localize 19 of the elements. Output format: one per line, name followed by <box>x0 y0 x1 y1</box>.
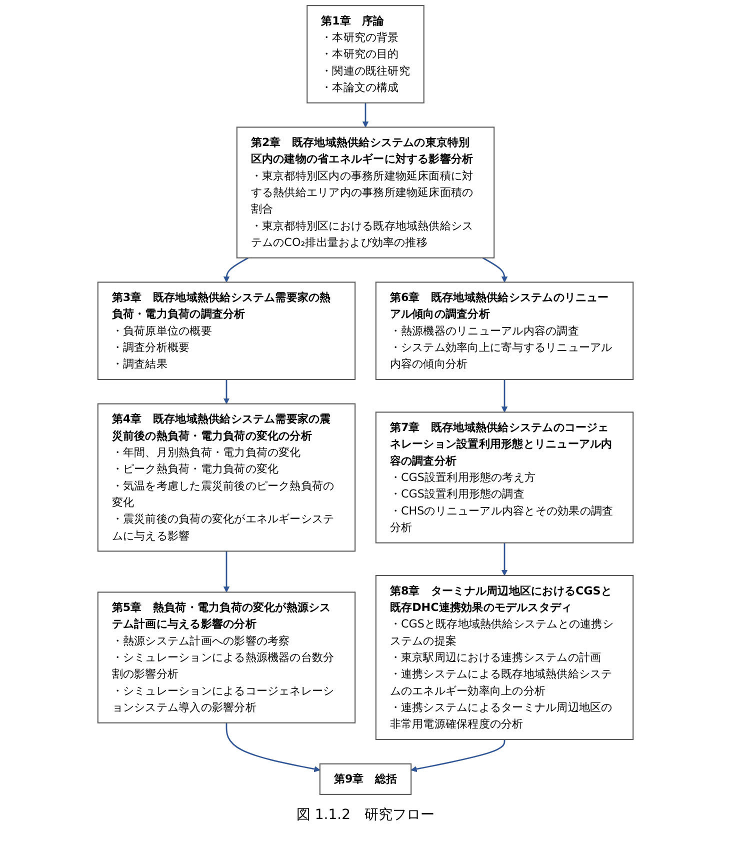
node-box: 第4章 既存地域熱供給システム需要家の震災前後の熱負荷・電力負荷の変化の分析 ・年間、月別熱負荷・電力負荷の変化 ・ピーク熱負荷・電力負荷の変化 ・気温を考慮した震災前後のピーク熱負荷の変化 ・震災前後の負荷の変化がエネルギーシステムに与える影響 <box>97 403 356 552</box>
node-box: 第1章 序論 ・本研究の背景 ・本研究の目的 ・関連の既往研究 ・本論文の構成 <box>306 5 424 104</box>
node-box: 第9章 総括 <box>319 763 412 795</box>
node-box: 第6章 既存地域熱供給システムのリニューアル傾向の調査分析 ・熱源機器のリニューアル内容の調査 ・システム効率向上に寄与するリニューアル内容の傾向分析 <box>375 282 634 380</box>
arrow <box>501 542 508 576</box>
node-box: 第8章 ターミナル周辺地区におけるCGSと既存DHC連携効果のモデルスタディ ・CGSと既存地域熱供給システムとの連携システムの提案 ・東京駅周辺における連携システムの計画 ・連携システムによる既存地域熱供給システムのエネルギー効率向上の分析 ・連携システムによるターミナル周辺地区の非常用電源確保程度の分析 <box>375 574 634 740</box>
arrow <box>223 551 230 592</box>
arrow <box>223 380 230 404</box>
node-box: 第2章 既存地域熱供給システムの東京特別区内の建物の省エネルギーに対する影響分析 ・東京都特別区内の事務所建物延床面積に対する熱供給エリア内の事務所建物延床面積の割合 ・東京都特別区における既存地域熱供給システムのCO₂排出量および効率の推移 <box>236 126 495 258</box>
arrow <box>226 722 320 772</box>
arrow <box>482 257 508 282</box>
node-box: 第7章 既存地域熱供給システムのコージェネレーション設置利用形態とリニューアル内容の調査分析 ・CGS設置利用形態の考え方 ・CGS設置利用形態の調査 ・CHSのリニューアル内容とその効果の調査分析 <box>375 412 634 544</box>
caption: 図 1.1.2 研究フロー <box>295 806 436 824</box>
arrow <box>501 380 508 412</box>
arrow <box>362 102 369 128</box>
arrow <box>410 740 506 772</box>
node-box: 第5章 熱負荷・電力負荷の変化が熱源システム計画に与える影響の分析 ・熱源システム計画への影響の考察 ・シミュレーションによる熱源機器の台数分割の影響分析 ・シミュレーションによるコージェネレーションシステム導入の影響分析 <box>97 592 356 724</box>
arrow <box>223 257 249 282</box>
node-box: 第3章 既存地域熱供給システム需要家の熱負荷・電力負荷の調査分析 ・負荷原単位の概要 ・調査分析概要 ・調査結果 <box>97 282 356 380</box>
